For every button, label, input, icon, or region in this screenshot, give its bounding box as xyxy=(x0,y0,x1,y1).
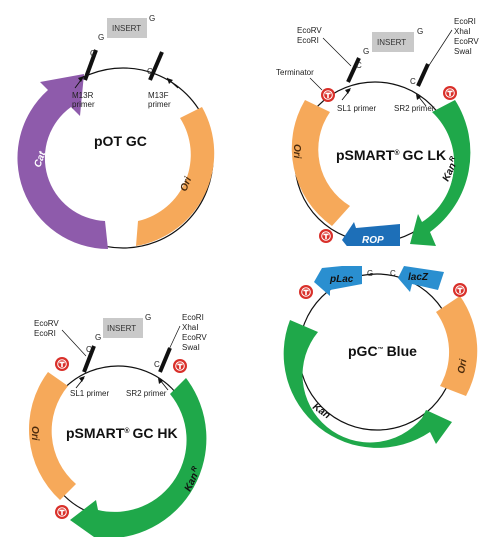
lk-terminator-top-left xyxy=(320,87,336,103)
lk-insert-end-right xyxy=(416,63,430,87)
pot-m13f-label-2: primer xyxy=(148,100,171,109)
hk-insert-end-right xyxy=(158,347,172,373)
hk-kan-segment xyxy=(70,378,207,537)
hk-title: pSMART®GC HK xyxy=(66,425,178,441)
pot-m13r-label: M13R xyxy=(72,91,94,100)
lk-left-site-2: EcoRI xyxy=(297,36,319,45)
pot-m13r-label-2: primer xyxy=(72,100,95,109)
blue-top-mask xyxy=(290,246,470,266)
blue-kan-segment xyxy=(283,320,452,448)
lk-terminator-top-right xyxy=(442,85,458,101)
hk-terminator-top-right xyxy=(172,358,188,374)
lk-right-site-4: SwaI xyxy=(454,47,472,56)
hk-ori-label: Ori xyxy=(29,426,40,441)
blue-plac-label: pLac xyxy=(329,274,354,285)
hk-right-site-2: XhaI xyxy=(182,323,198,332)
pot-cat-label: Cat xyxy=(32,149,48,169)
hk-c-left: C xyxy=(86,345,92,354)
lk-title-mark: ® xyxy=(394,149,400,157)
pot-insert-end-right xyxy=(148,51,164,81)
lk-g-right: G xyxy=(417,27,423,36)
lk-rop-label: ROP xyxy=(362,235,384,246)
hk-ori-segment xyxy=(28,372,76,500)
blue-g-label: G xyxy=(367,269,373,278)
lk-title: pSMART®GC LK xyxy=(336,147,446,163)
pot-cat-segment xyxy=(17,74,109,249)
plasmid-psmart-gc-lk: Ori Kan R ROP pSMART®GC LK INSERT G G C … xyxy=(276,17,479,260)
lk-left-site-leader xyxy=(322,37,352,67)
lk-left-site-1: EcoRV xyxy=(297,26,322,35)
hk-right-site-leader xyxy=(165,325,181,357)
blue-lacz-segment xyxy=(398,266,444,292)
lk-ori-segment xyxy=(291,100,350,226)
pot-c-left: C xyxy=(90,49,96,58)
hk-right-site-4: SwaI xyxy=(182,343,200,352)
lk-c-right: C xyxy=(410,77,416,86)
pot-g-left: G xyxy=(98,33,104,42)
pot-insert-label: INSERT xyxy=(112,24,141,33)
plasmid-psmart-gc-hk: Ori Kan R pSMART®GC HK INSERT G G C C Ec… xyxy=(28,313,207,537)
hk-g-left: G xyxy=(95,333,101,342)
lk-right-site-2: XhaI xyxy=(454,27,470,36)
pot-insert-box xyxy=(107,18,147,38)
lk-sl1-label: SL1 primer xyxy=(337,104,376,113)
lk-terminator-bottom xyxy=(318,228,334,244)
pot-insert-end-left xyxy=(83,49,98,81)
hk-terminator-top-left xyxy=(54,356,70,372)
lk-kan-superscript: R xyxy=(448,155,456,163)
blue-plac-segment xyxy=(314,264,362,296)
hk-sr2-label: SR2 primer xyxy=(126,389,167,398)
lk-terminator-label: Terminator xyxy=(276,68,314,77)
hk-insert-box xyxy=(103,318,143,338)
pot-g-right: G xyxy=(149,14,155,23)
hk-right-site-3: EcoRV xyxy=(182,333,207,342)
blue-terminator-left xyxy=(298,284,314,300)
hk-title-mark: ® xyxy=(124,427,130,435)
pot-m13f-label: M13F xyxy=(148,91,169,100)
blue-c-label: C xyxy=(390,269,396,278)
lk-insert-label: INSERT xyxy=(377,38,406,47)
lk-right-site-1: EcoRI xyxy=(454,17,476,26)
hk-sl1-label: SL1 primer xyxy=(70,389,109,398)
hk-left-site-2: EcoRI xyxy=(34,329,56,338)
hk-g-right: G xyxy=(145,313,151,322)
lk-c-left: C xyxy=(356,61,362,70)
hk-insert-end-left xyxy=(82,345,96,373)
lk-right-site-leader xyxy=(425,29,453,71)
lk-insert-end-left xyxy=(346,57,361,83)
hk-left-site-1: EcoRV xyxy=(34,319,59,328)
lk-ori-label: Ori xyxy=(291,144,302,159)
blue-lacz-label: lacZ xyxy=(408,272,429,283)
lk-kan-segment xyxy=(410,100,471,246)
hk-c-right: C xyxy=(154,360,160,369)
hk-left-site-leader xyxy=(61,329,87,357)
lk-right-site-3: EcoRV xyxy=(454,37,479,46)
plasmid-pot-gc: Cat Ori pOT GC INSERT G G C C M13R prime… xyxy=(17,14,215,249)
hk-terminator-bottom xyxy=(54,504,70,520)
pot-ori-segment xyxy=(136,107,215,246)
hk-insert-label: INSERT xyxy=(107,324,136,333)
blue-ori-label: Ori xyxy=(456,358,469,374)
blue-title-mark: ™ xyxy=(378,346,384,353)
hk-right-site-1: EcoRI xyxy=(182,313,204,322)
lk-insert-box xyxy=(372,32,414,52)
lk-g-left: G xyxy=(363,47,369,56)
lk-sr2-label: SR2 primer xyxy=(394,104,435,113)
pot-ori-label: Ori xyxy=(179,175,195,193)
blue-terminator-right xyxy=(452,282,468,298)
hk-kan-superscript: R xyxy=(190,465,198,473)
pot-c-right: C xyxy=(147,67,153,76)
pot-title: pOT GC xyxy=(94,133,147,149)
blue-ori-segment xyxy=(436,296,478,396)
